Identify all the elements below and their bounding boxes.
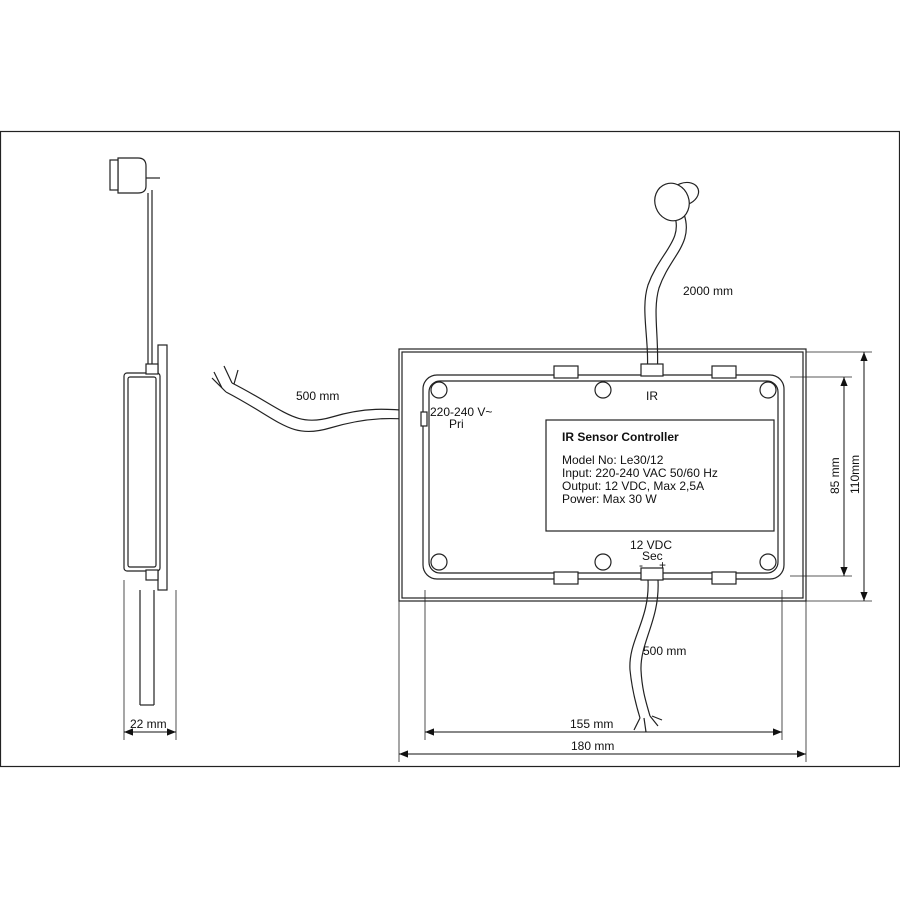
- output-cable-length: 500 mm: [643, 644, 686, 658]
- dim-180mm: 180 mm: [571, 739, 614, 753]
- label-line: Model No: Le30/12: [562, 453, 664, 467]
- clip-bottom-left: [553, 571, 579, 585]
- ir-label: IR: [646, 389, 658, 403]
- dim-85mm: 85 mm: [828, 457, 842, 494]
- label-line: Input: 220-240 VAC 50/60 Hz: [562, 466, 718, 480]
- secondary-label: Sec: [642, 549, 663, 563]
- hole-bottom-mid: [594, 553, 612, 571]
- label-line: Power: Max 30 W: [562, 492, 657, 506]
- primary-label: Pri: [449, 417, 464, 431]
- minus-label: -: [639, 558, 643, 572]
- input-voltage-label: 220-240 V~: [430, 405, 492, 419]
- input-cable: [211, 365, 426, 433]
- dim-155mm: 155 mm: [570, 717, 613, 731]
- sensor-cable-length: 2000 mm: [683, 284, 733, 298]
- label-plate-title: IR Sensor Controller: [562, 430, 679, 444]
- side-view: [109, 157, 177, 740]
- hole-top-left: [430, 381, 448, 399]
- label-plate: [545, 419, 775, 532]
- clip-top-left: [553, 365, 579, 379]
- front-view: [398, 348, 807, 602]
- side-sensor-flange: [109, 159, 119, 191]
- hole-bottom-left: [430, 553, 448, 571]
- dim-110mm: 110mm: [848, 455, 862, 494]
- dim-22mm: 22 mm: [130, 717, 167, 731]
- clip-bottom-right: [711, 571, 737, 585]
- output-voltage-label: 12 VDC: [630, 538, 672, 552]
- hole-bottom-right: [759, 553, 777, 571]
- hole-top-right: [759, 381, 777, 399]
- output-cable: [629, 567, 664, 733]
- ir-sensor-head: [654, 181, 700, 222]
- clip-top-right: [711, 365, 737, 379]
- hole-top-mid: [594, 381, 612, 399]
- side-body: [123, 372, 161, 572]
- input-cable-length: 500 mm: [296, 389, 339, 403]
- plus-label: +: [659, 558, 666, 572]
- ir-sensor-cable: [640, 213, 687, 377]
- label-line: Output: 12 VDC, Max 2,5A: [562, 479, 704, 493]
- side-sensor-head: [117, 157, 147, 194]
